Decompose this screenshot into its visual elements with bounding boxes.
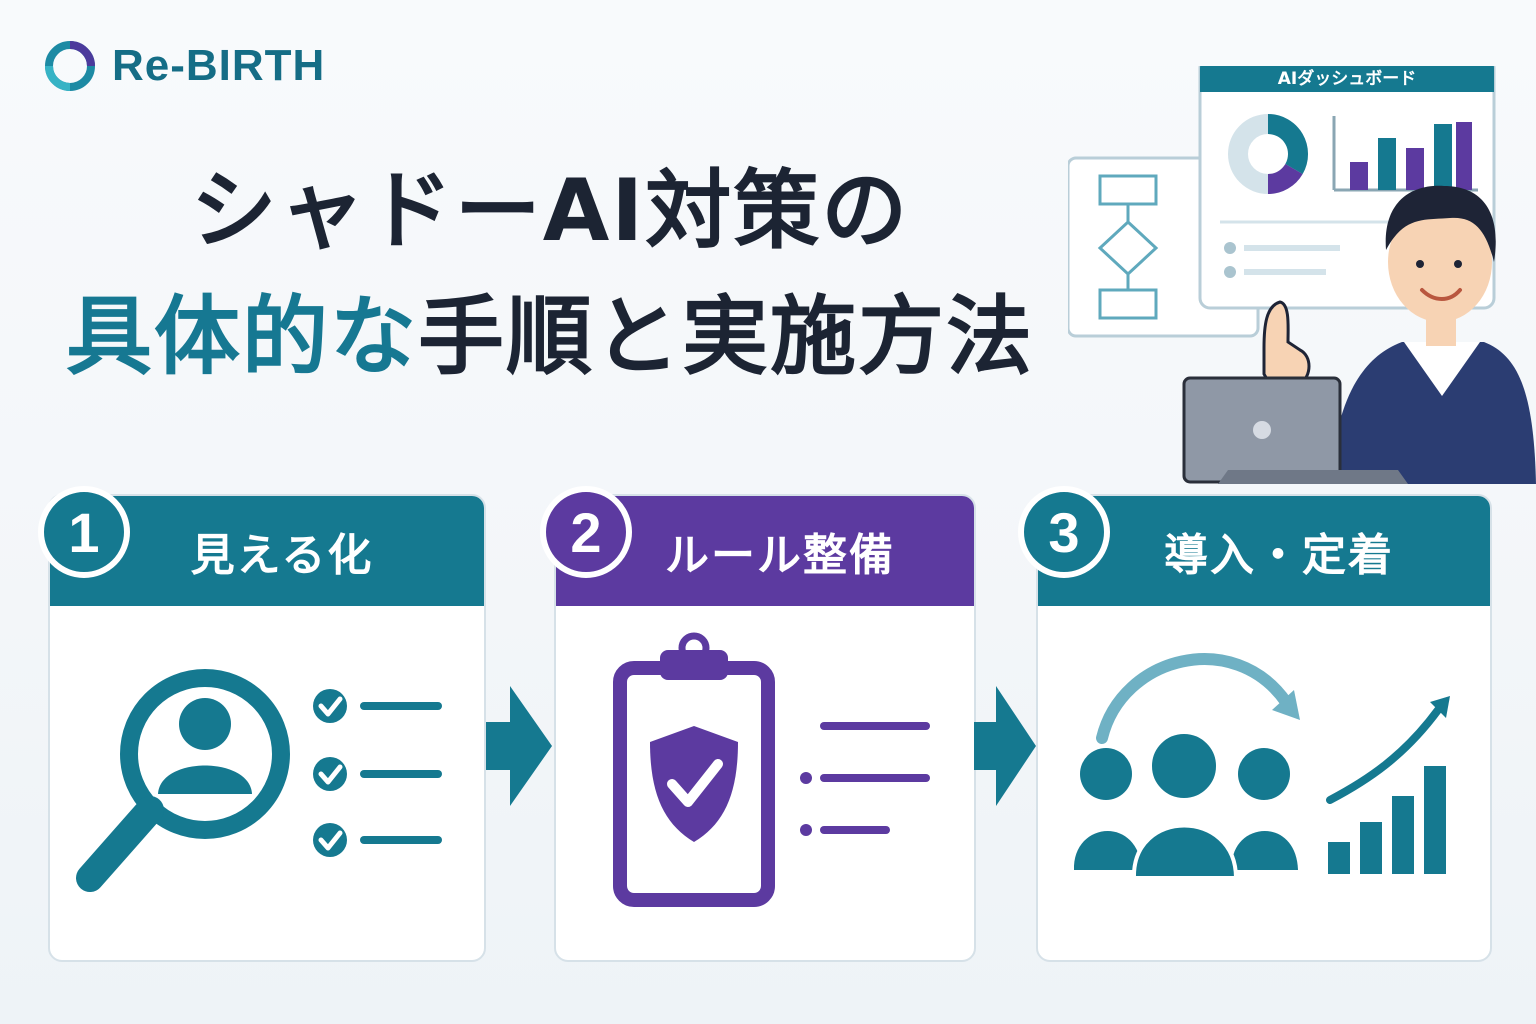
checklist-icon bbox=[313, 689, 442, 857]
step-3-title: 導入・定着 bbox=[1164, 530, 1394, 581]
step-number-2: 2 bbox=[540, 486, 632, 578]
ring-logo-icon bbox=[45, 41, 95, 91]
step-card-1: 見える化 bbox=[48, 494, 486, 962]
brand-name: Re-BIRTH bbox=[112, 41, 326, 90]
headline-rest: 手順と実施方法 bbox=[418, 287, 1034, 387]
dashboard-illustration: AIダッシュボード bbox=[1068, 66, 1536, 484]
cycle-arrow-icon bbox=[1096, 653, 1300, 744]
dashboard-title: AIダッシュボード bbox=[1278, 68, 1416, 89]
search-user-illustration bbox=[76, 669, 442, 892]
step-card-3: 導入・定着 bbox=[1036, 494, 1492, 962]
brand-logo: Re-BIRTH bbox=[42, 38, 325, 94]
headline-accent: 具体的な bbox=[66, 287, 418, 387]
laptop bbox=[1182, 376, 1408, 484]
headline-line-1: シャドーAI対策の bbox=[190, 161, 910, 261]
growth-chart-icon bbox=[1326, 696, 1450, 874]
step-card-3-header: 導入・定着 bbox=[1038, 496, 1490, 606]
policy-clipboard-illustration bbox=[613, 632, 930, 907]
team-icon bbox=[1073, 730, 1298, 880]
person-figure bbox=[1262, 185, 1536, 484]
team-growth-illustration bbox=[1073, 653, 1450, 880]
step-1-title: 見える化 bbox=[190, 530, 374, 581]
clipboard-shield-icon bbox=[613, 632, 775, 907]
step-number-3: 3 bbox=[1018, 486, 1110, 578]
arrow-right-icon bbox=[974, 686, 1036, 806]
magnifier-user-icon bbox=[76, 669, 290, 892]
step-2-title: ルール整備 bbox=[665, 530, 895, 581]
headline-line-2: 具体的な手順と実施方法 bbox=[0, 266, 1100, 391]
step-number-1: 1 bbox=[38, 486, 130, 578]
policy-lines-icon bbox=[800, 722, 930, 836]
arrow-right-icon bbox=[486, 686, 552, 806]
